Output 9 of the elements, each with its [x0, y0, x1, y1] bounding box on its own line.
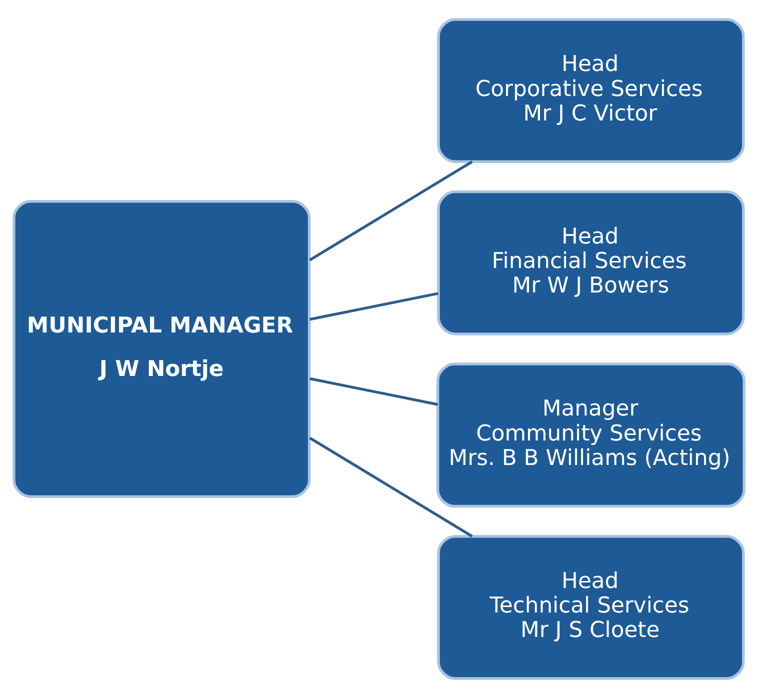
- node-box: Head Corporative Services Mr J C Victor: [437, 18, 745, 163]
- node-box: Head Technical Services Mr J S Cloete: [437, 534, 745, 680]
- connector: [309, 160, 473, 261]
- node-box: Manager Community Services Mrs. B B Williams (Acting): [436, 362, 746, 508]
- connector: [310, 292, 438, 320]
- node-box: MUNICIPAL MANAGER J W Nortje: [12, 199, 311, 498]
- connector: [310, 376, 438, 406]
- connector: [309, 436, 473, 537]
- node-box: Head Financial Services Mr W J Bowers: [437, 190, 745, 335]
